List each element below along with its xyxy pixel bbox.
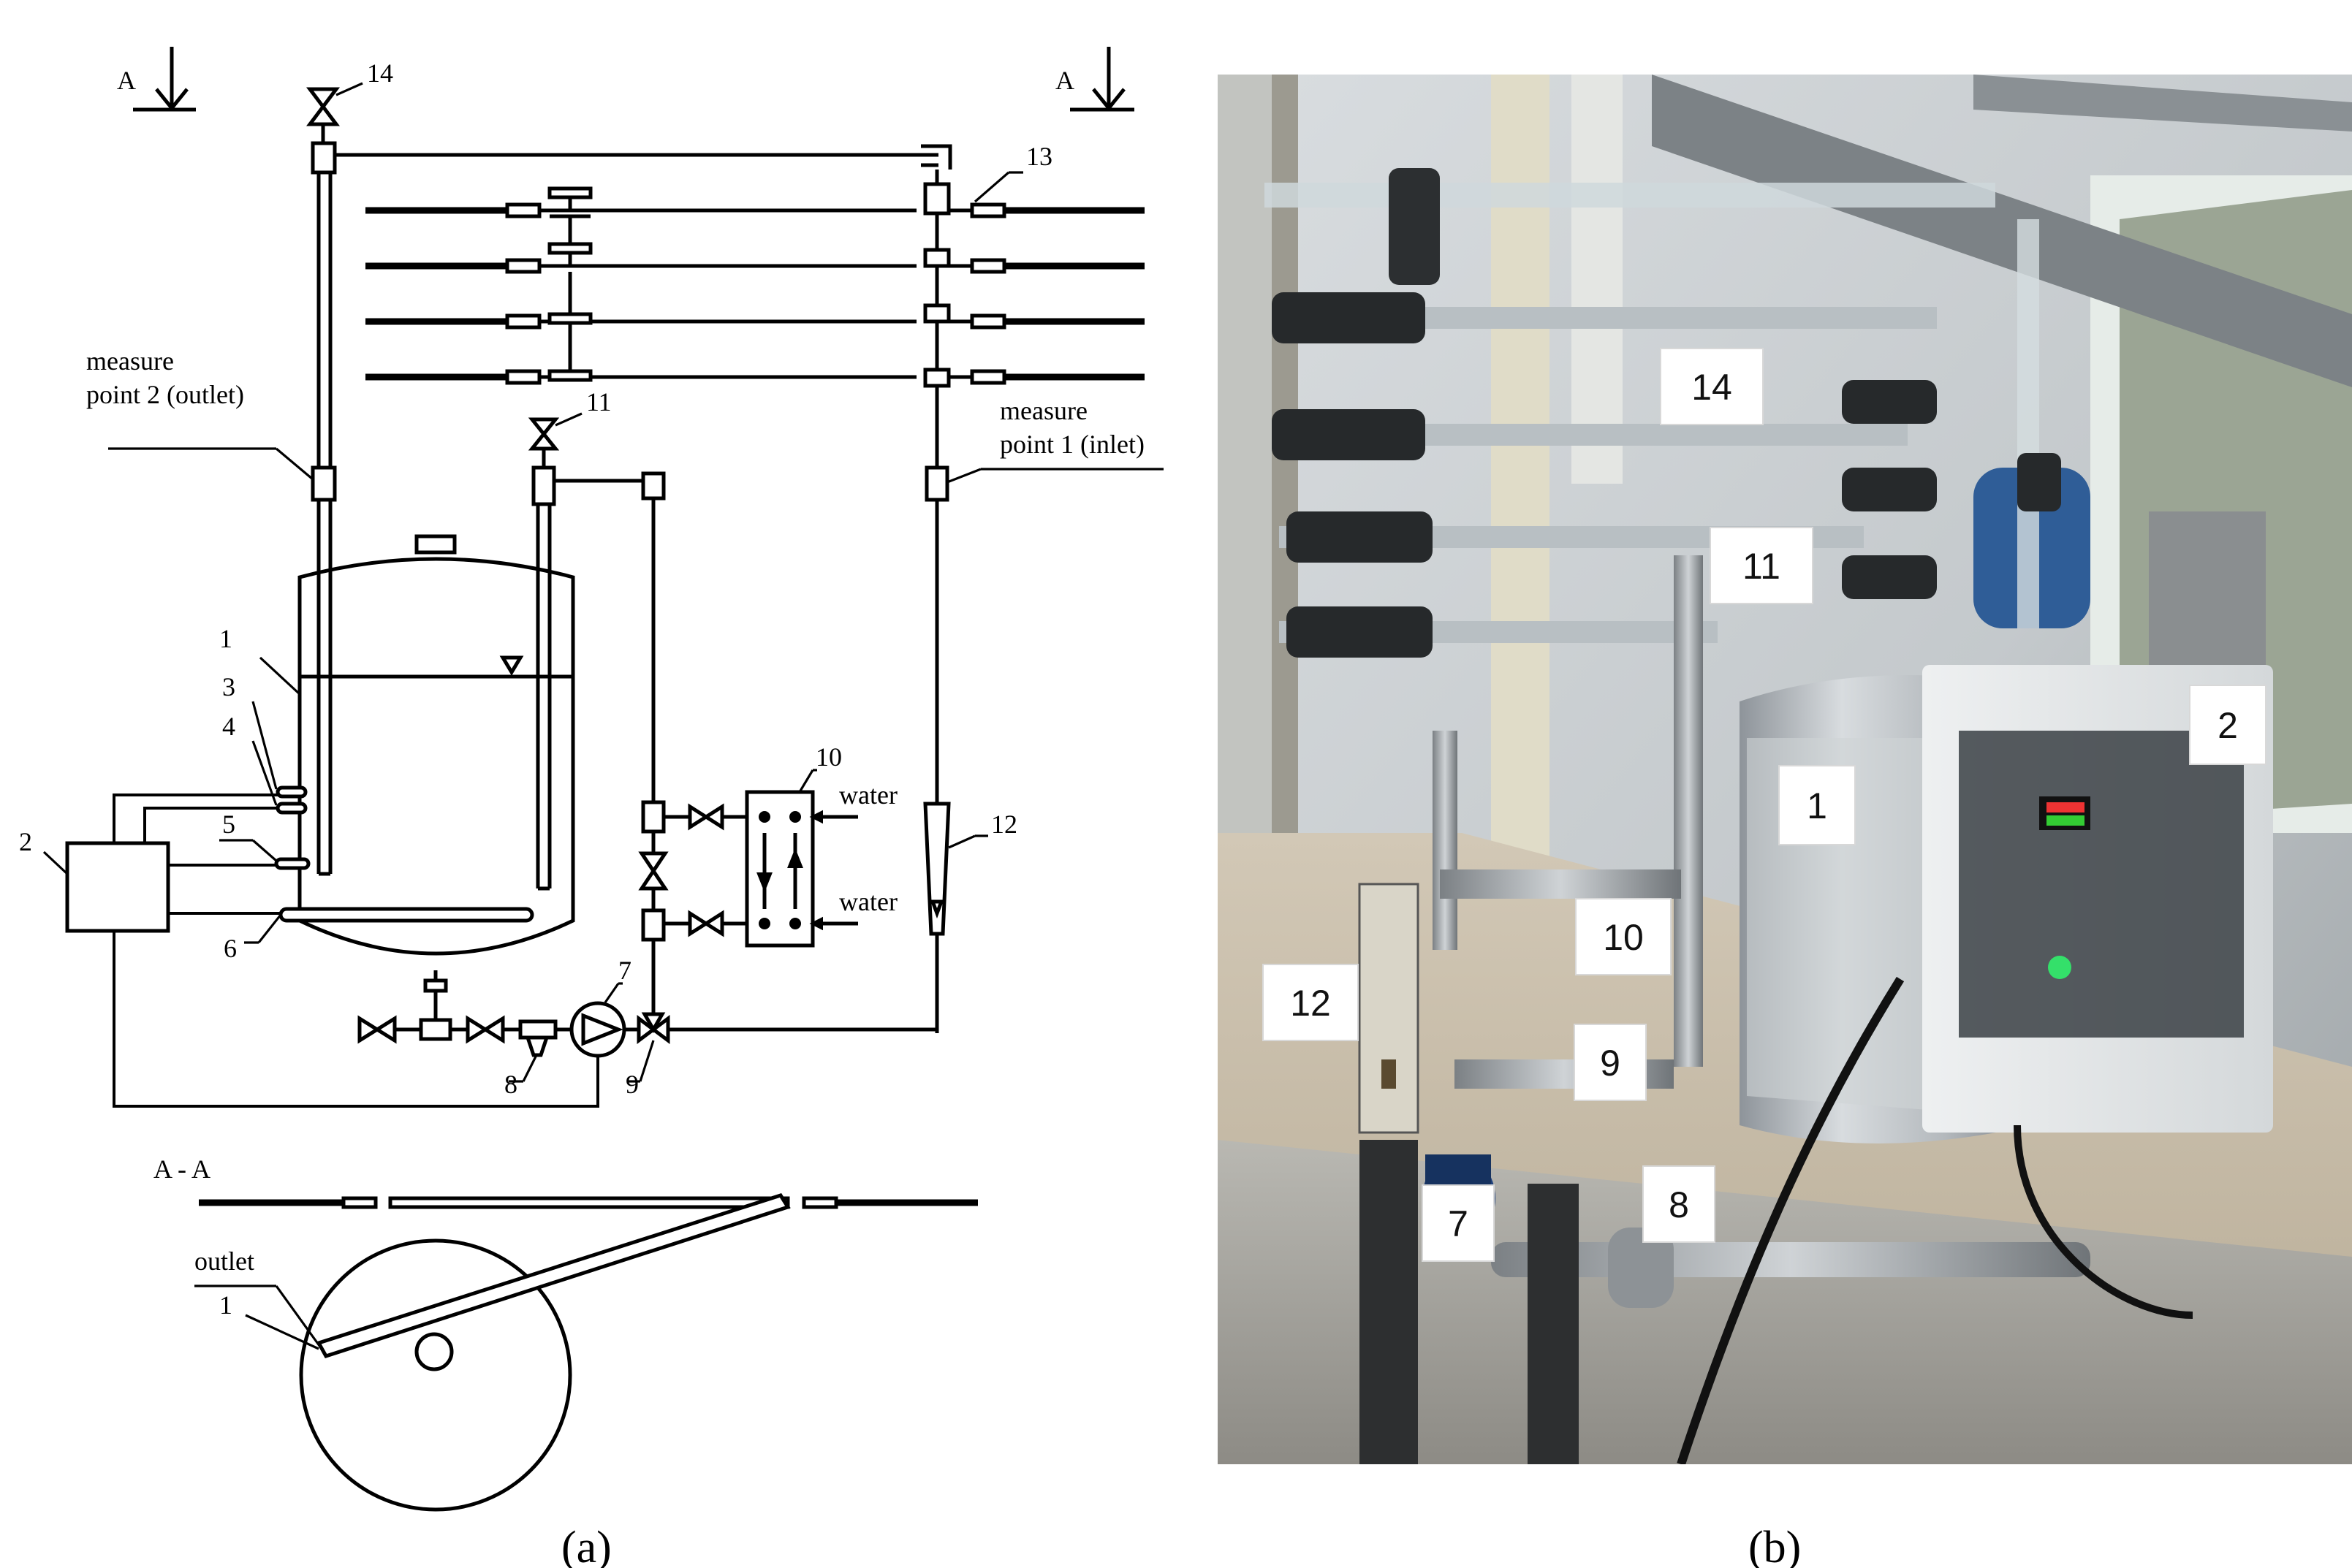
label-6: 6 xyxy=(224,934,237,963)
label-4: 4 xyxy=(222,712,235,741)
section-letter: A xyxy=(1055,66,1074,95)
svg-text:14: 14 xyxy=(1691,367,1732,408)
svg-text:8: 8 xyxy=(1669,1184,1689,1225)
measure-point-2-tee xyxy=(311,465,337,502)
measure-point-1-label: measure xyxy=(1000,396,1088,425)
photo-label-1: 1 xyxy=(1778,765,1856,845)
measure-point-2-label: point 2 (outlet) xyxy=(86,380,244,409)
signal-cables xyxy=(113,793,599,1108)
label-10: 10 xyxy=(816,742,842,772)
label-7: 7 xyxy=(618,956,631,985)
schematic-panel: A A 14 xyxy=(19,47,1164,1568)
tee-fitting xyxy=(311,141,337,175)
section-mark-left: A xyxy=(117,47,196,112)
panel-b-caption: (b) xyxy=(1748,1523,1801,1568)
label-3: 3 xyxy=(222,672,235,701)
label-11: 11 xyxy=(586,387,612,416)
tee-fitting xyxy=(531,465,556,506)
svg-text:9: 9 xyxy=(1600,1043,1620,1084)
measure-point-1-label: point 1 (inlet) xyxy=(1000,430,1145,459)
section-view-a-a: A - A xyxy=(153,1154,978,1512)
heat-exchanger-10 xyxy=(745,790,858,948)
measure-point-1-tee xyxy=(925,465,949,502)
photo-label-10: 10 xyxy=(1575,898,1672,975)
storage-tank-1 xyxy=(278,504,575,993)
water-inlet-label: water xyxy=(839,780,898,810)
photo-label-14: 14 xyxy=(1660,348,1764,425)
label-5: 5 xyxy=(222,810,235,839)
photo-label-12: 12 xyxy=(1262,964,1359,1041)
svg-text:7: 7 xyxy=(1448,1203,1468,1244)
section-view-title: A - A xyxy=(153,1154,210,1184)
heat-pipe-rows xyxy=(365,170,1145,388)
label-2: 2 xyxy=(19,827,32,856)
section-letter: A xyxy=(117,66,136,95)
label-1: 1 xyxy=(219,624,232,653)
label-9: 9 xyxy=(626,1070,639,1099)
label-1-section: 1 xyxy=(219,1290,232,1320)
label-8: 8 xyxy=(504,1070,517,1099)
lab-photo xyxy=(1218,75,2352,1464)
photo-panel: 14 11 2 1 10 12 9 8 xyxy=(1218,75,2352,1568)
elbow-fitting xyxy=(921,144,952,170)
water-outlet-label: water xyxy=(839,887,898,916)
valve-14 xyxy=(306,87,340,143)
svg-text:1: 1 xyxy=(1807,785,1827,826)
control-box-2 xyxy=(65,841,170,933)
label-14: 14 xyxy=(367,58,393,88)
section-mark-right: A xyxy=(1055,47,1134,112)
level-marker-icon xyxy=(499,655,524,676)
leader-line xyxy=(335,82,363,96)
elbow-fitting xyxy=(641,471,666,501)
measure-point-2-label: measure xyxy=(86,346,174,376)
label-13: 13 xyxy=(1026,142,1052,171)
leader-line xyxy=(974,171,1010,203)
svg-text:2: 2 xyxy=(2218,705,2238,746)
photo-label-2: 2 xyxy=(2189,685,2266,765)
heat-exchanger-branch xyxy=(638,800,747,1017)
photo-label-8: 8 xyxy=(1642,1165,1715,1243)
valve-11 xyxy=(528,417,560,468)
photo-label-7: 7 xyxy=(1422,1184,1495,1262)
svg-text:10: 10 xyxy=(1603,917,1644,958)
rotameter-12 xyxy=(923,802,951,1033)
svg-text:11: 11 xyxy=(1742,546,1780,587)
bottom-loop xyxy=(357,991,939,1058)
svg-text:12: 12 xyxy=(1290,983,1331,1024)
panel-a-caption: (a) xyxy=(561,1523,612,1568)
photo-label-11: 11 xyxy=(1710,527,1813,604)
photo-label-9: 9 xyxy=(1574,1024,1647,1101)
label-12: 12 xyxy=(991,810,1017,839)
sensor-probes xyxy=(274,785,311,870)
outlet-label: outlet xyxy=(194,1247,254,1276)
